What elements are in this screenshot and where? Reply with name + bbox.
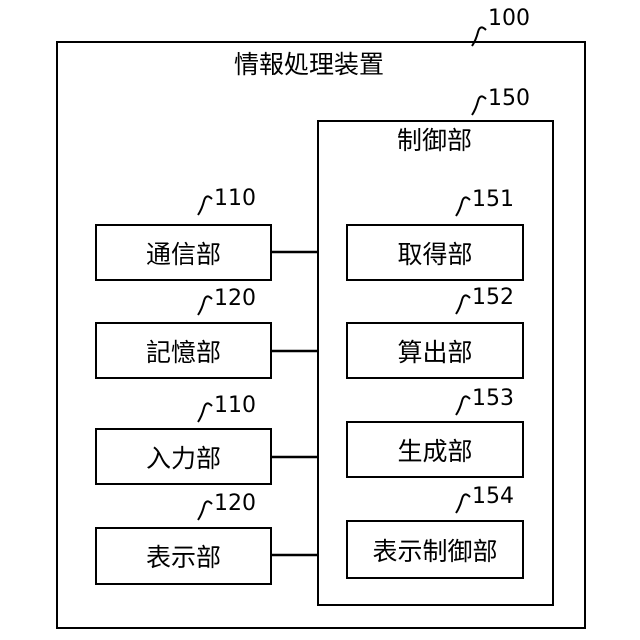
generation-unit-label: 生成部 [348,423,522,476]
display-unit-box: 表示部 [95,527,272,585]
display-unit-label: 表示部 [97,529,270,583]
calculation-unit-box: 算出部 [346,322,524,379]
display-unit-ref: 120 [214,493,256,515]
device-ref: 100 [488,8,530,30]
generation-unit-ref: 153 [472,388,514,410]
communication-unit-label: 通信部 [97,226,270,279]
acquisition-unit-label: 取得部 [348,226,522,279]
display-control-unit-label: 表示制御部 [348,522,522,577]
acquisition-unit-box: 取得部 [346,224,524,281]
communication-unit-box: 通信部 [95,224,272,281]
storage-unit-ref: 120 [214,288,256,310]
input-unit-box: 入力部 [95,428,272,485]
calculation-unit-label: 算出部 [348,324,522,377]
device-title: 情報処理装置 [234,52,384,77]
display-control-unit-box: 表示制御部 [346,520,524,579]
control-unit-ref: 150 [488,88,530,110]
storage-unit-label: 記憶部 [97,324,270,377]
communication-unit-ref: 110 [214,188,256,210]
input-unit-label: 入力部 [97,430,270,483]
input-unit-ref: 110 [214,395,256,417]
generation-unit-box: 生成部 [346,421,524,478]
storage-unit-box: 記憶部 [95,322,272,379]
acquisition-unit-ref: 151 [472,189,514,211]
calculation-unit-ref: 152 [472,287,514,309]
control-unit-title: 制御部 [397,128,472,153]
display-control-unit-ref: 154 [472,486,514,508]
